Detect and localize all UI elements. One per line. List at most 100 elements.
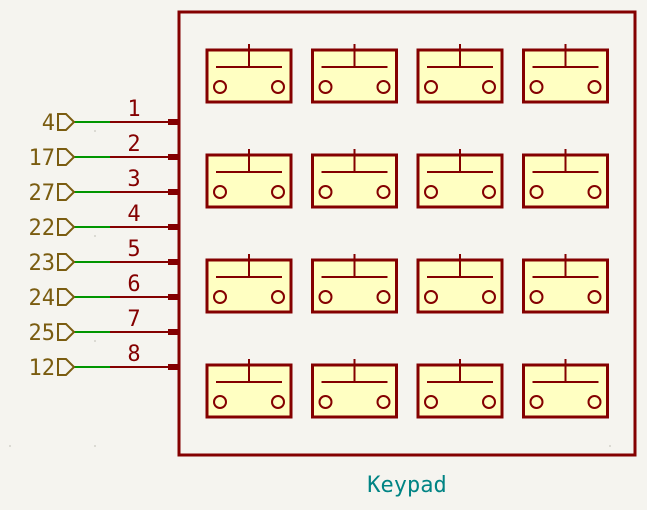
pin-anchor: [168, 119, 179, 125]
keypad-key[interactable]: [416, 44, 504, 104]
key-contact-left: [318, 395, 333, 409]
net-label-flag: [57, 358, 76, 376]
key-contact-left: [213, 290, 227, 304]
pin-number: 2: [127, 132, 140, 157]
key-contact-right: [482, 290, 496, 304]
key-contact-left: [213, 185, 227, 199]
net-label-flag: [57, 218, 76, 236]
grid-dot: [94, 235, 96, 237]
pin-number: 1: [127, 97, 140, 122]
key-contact-left: [318, 290, 333, 304]
pin-number: 8: [127, 342, 140, 367]
key-contact-right: [587, 395, 602, 409]
key-contact-right: [271, 290, 285, 304]
pin-8[interactable]: 8 12: [29, 342, 180, 381]
net-label-flag: [57, 288, 76, 306]
pin-number: 5: [127, 237, 140, 262]
keypad-key[interactable]: [416, 254, 504, 314]
net-label: 17: [29, 146, 56, 171]
keypad-key[interactable]: [416, 149, 504, 209]
pin-anchor: [168, 294, 179, 300]
key-contact-right: [482, 395, 496, 409]
pin-6[interactable]: 6 24: [29, 272, 180, 311]
keypad-key[interactable]: [205, 149, 293, 209]
key-contact-right: [587, 185, 602, 199]
key-contact-left: [318, 185, 333, 199]
grid-dot: [94, 340, 96, 342]
key-contact-right: [271, 395, 285, 409]
net-label-flag: [57, 183, 76, 201]
keypad-key[interactable]: [522, 254, 609, 314]
grid-dot: [609, 445, 611, 447]
pin-anchor: [168, 189, 179, 195]
net-label: 4: [42, 111, 55, 136]
net-label: 27: [29, 181, 56, 206]
key-contact-right: [376, 80, 391, 94]
net-label: 24: [29, 286, 56, 311]
keypad-key[interactable]: [311, 149, 398, 209]
key-contact-right: [376, 395, 391, 409]
pin-7[interactable]: 7 25: [29, 307, 180, 346]
key-contact-left: [424, 185, 438, 199]
keypad-key[interactable]: [205, 359, 293, 419]
key-contact-left: [529, 395, 544, 409]
key-contact-right: [271, 185, 285, 199]
key-contact-left: [424, 80, 438, 94]
pin-number: 3: [127, 167, 140, 192]
keypad-key[interactable]: [522, 44, 609, 104]
grid-dots: [9, 130, 611, 447]
key-contact-right: [587, 290, 602, 304]
key-contact-left: [318, 80, 333, 94]
key-contact-left: [529, 290, 544, 304]
pin-anchor: [168, 364, 179, 370]
key-contact-right: [271, 80, 285, 94]
key-contact-right: [482, 80, 496, 94]
net-label-flag: [57, 148, 76, 166]
net-label: 12: [29, 356, 56, 381]
key-contact-left: [424, 290, 438, 304]
keypad-key[interactable]: [311, 254, 398, 314]
key-contact-left: [529, 80, 544, 94]
keypad-key[interactable]: [522, 359, 609, 419]
keypad-key[interactable]: [205, 254, 293, 314]
key-contact-right: [482, 185, 496, 199]
pin-anchor: [168, 154, 179, 160]
key-contact-right: [376, 185, 391, 199]
pin-2[interactable]: 2 17: [29, 132, 180, 171]
key-contact-left: [529, 185, 544, 199]
keypad-key[interactable]: [522, 149, 609, 209]
pin-4[interactable]: 4 22: [29, 202, 180, 241]
keypad-key[interactable]: [311, 44, 398, 104]
grid-dot: [9, 445, 11, 447]
keypad-key[interactable]: [311, 359, 398, 419]
pin-number: 6: [127, 272, 140, 297]
grid-dot: [94, 130, 96, 132]
net-label: 22: [29, 216, 56, 241]
grid-dot: [94, 445, 96, 447]
key-contact-right: [376, 290, 391, 304]
net-label-flag: [57, 323, 76, 341]
keypad-body[interactable]: [177, 10, 637, 457]
pin-anchor: [168, 329, 179, 335]
key-grid: [205, 44, 609, 419]
pin-number: 7: [127, 307, 140, 332]
pin-anchor: [168, 224, 179, 230]
net-label-flag: [57, 253, 76, 271]
key-contact-right: [587, 80, 602, 94]
pin-anchor: [168, 259, 179, 265]
keypad-key[interactable]: [205, 44, 293, 104]
pin-3[interactable]: 3 27: [29, 167, 180, 206]
component-reference: Keypad: [367, 473, 446, 498]
net-label-flag: [57, 113, 76, 131]
key-contact-left: [213, 80, 227, 94]
key-contact-left: [424, 395, 438, 409]
pin-number: 4: [127, 202, 140, 227]
net-label: 23: [29, 251, 56, 276]
pin-5[interactable]: 5 23: [29, 237, 180, 276]
keypad-key[interactable]: [416, 359, 504, 419]
key-contact-left: [213, 395, 227, 409]
net-label: 25: [29, 321, 56, 346]
pin-1[interactable]: 14: [42, 97, 179, 136]
